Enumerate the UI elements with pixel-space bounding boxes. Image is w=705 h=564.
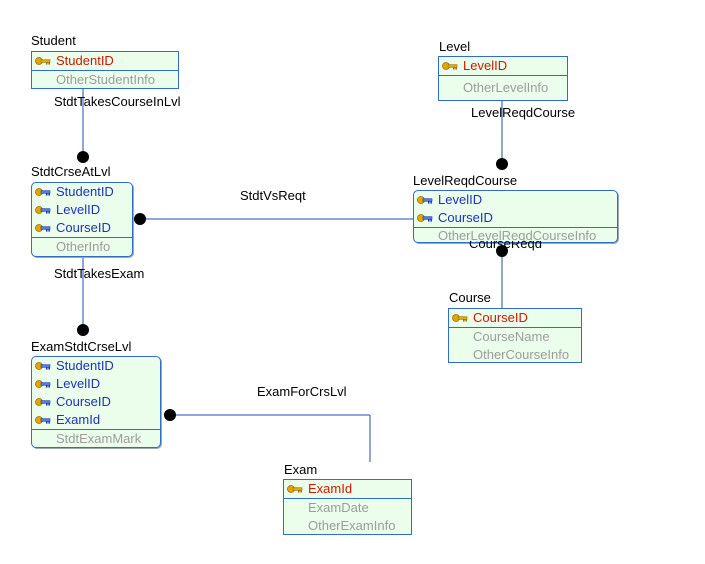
rel-endpoint-examstdt	[77, 324, 89, 336]
pk-row[interactable]: StudentID	[32, 52, 178, 70]
foreign-key-icon	[35, 224, 51, 232]
attribute-label: OtherLevelInfo	[463, 80, 549, 95]
fk-row[interactable]: StudentID	[32, 357, 160, 375]
entity-title-exam: Exam	[284, 462, 318, 477]
fk-row[interactable]: CourseID	[414, 209, 617, 227]
entity-title-examstdtcrselvl: ExamStdtCrseLvl	[31, 339, 132, 354]
fk-label: LevelID	[438, 192, 483, 207]
fk-label: StudentID	[56, 184, 114, 199]
key-section: LevelID CourseID	[414, 191, 617, 228]
fk-label: LevelID	[56, 376, 101, 391]
rel-label-stdt-takes-course: StdtTakesCourseInLvl	[54, 94, 181, 109]
rel-label-course-reqd: CourseReqd	[469, 236, 542, 251]
fk-label: CourseID	[56, 394, 111, 409]
attribute-label: OtherLevelReqdCourseInfo	[438, 228, 597, 243]
fk-row[interactable]: LevelID	[32, 375, 160, 393]
rel-endpoint-exam-for-crs	[164, 409, 176, 421]
attribute-label: CourseName	[473, 329, 550, 344]
rel-label-stdt-takes-exam: StdtTakesExam	[54, 266, 145, 281]
entity-examstdtcrselvl[interactable]: StudentID LevelID CourseID ExamId StdtEx…	[31, 356, 161, 448]
foreign-key-icon	[417, 196, 433, 204]
fk-row[interactable]: CourseID	[32, 219, 132, 237]
entity-levelreqdcourse[interactable]: LevelID CourseID OtherLevelReqdCourseInf…	[413, 190, 618, 243]
primary-key-icon	[287, 485, 303, 493]
fk-row[interactable]: LevelID	[32, 201, 132, 219]
rel-endpoint-stdtvsreqt	[134, 213, 146, 225]
key-section: CourseID	[449, 309, 581, 328]
entity-course[interactable]: CourseID CourseName OtherCourseInfo	[448, 308, 582, 363]
fk-row[interactable]: ExamId	[32, 411, 160, 429]
entity-title-course: Course	[449, 290, 491, 305]
fk-label: StudentID	[56, 358, 114, 373]
foreign-key-icon	[35, 362, 51, 370]
attribute-row[interactable]: OtherExamInfo	[284, 517, 411, 535]
attribute-row[interactable]: OtherCourseInfo	[449, 346, 581, 364]
entity-title-levelreqdcourse: LevelReqdCourse	[413, 173, 518, 188]
entity-exam[interactable]: ExamId ExamDate OtherExamInfo	[283, 479, 412, 535]
pk-row[interactable]: ExamId	[284, 480, 411, 498]
attribute-row[interactable]: OtherStudentInfo	[32, 71, 178, 89]
primary-key-icon	[442, 62, 458, 70]
fk-label: CourseID	[56, 220, 111, 235]
fk-label: LevelID	[56, 202, 101, 217]
pk-label: StudentID	[56, 53, 114, 68]
rel-endpoint-course-reqd	[496, 245, 508, 257]
foreign-key-icon	[35, 206, 51, 214]
primary-key-icon	[452, 314, 468, 322]
primary-key-icon	[35, 57, 51, 65]
attribute-label: StdtExamMark	[56, 431, 142, 446]
fk-row[interactable]: StudentID	[32, 183, 132, 201]
key-section: StudentID	[32, 52, 178, 71]
key-section: StudentID LevelID CourseID ExamId	[32, 357, 160, 430]
pk-row[interactable]: LevelID	[439, 57, 567, 75]
pk-row[interactable]: CourseID	[449, 309, 581, 327]
entity-student[interactable]: StudentID OtherStudentInfo	[31, 51, 179, 89]
entity-title-level: Level	[439, 39, 471, 54]
foreign-key-icon	[35, 380, 51, 388]
pk-label: CourseID	[473, 310, 528, 325]
entity-level[interactable]: LevelID OtherLevelInfo	[438, 56, 568, 101]
attribute-row[interactable]: StdtExamMark	[32, 430, 160, 448]
rel-label-exam-for-crs-lvl: ExamForCrsLvl	[257, 384, 347, 399]
attribute-label: OtherCourseInfo	[473, 347, 570, 362]
attribute-row[interactable]: CourseName	[449, 328, 581, 346]
entity-stdtcrseatlvl[interactable]: StudentID LevelID CourseID OtherInfo	[31, 182, 133, 257]
key-section: StudentID LevelID CourseID	[32, 183, 132, 238]
fk-label: ExamId	[56, 412, 101, 427]
attribute-row[interactable]: ExamDate	[284, 499, 411, 517]
foreign-key-icon	[417, 214, 433, 222]
attribute-label: OtherInfo	[56, 239, 111, 254]
entity-title-stdtcrseatlvl: StdtCrseAtLvl	[31, 164, 111, 179]
foreign-key-icon	[35, 416, 51, 424]
attribute-row[interactable]: OtherInfo	[32, 238, 132, 256]
foreign-key-icon	[35, 188, 51, 196]
rel-endpoint-levelreqd	[496, 158, 508, 170]
pk-label: ExamId	[308, 481, 353, 496]
attribute-label: OtherExamInfo	[308, 518, 396, 533]
fk-row[interactable]: LevelID	[414, 191, 617, 209]
attribute-label: OtherStudentInfo	[56, 72, 156, 87]
attribute-row[interactable]: OtherLevelReqdCourseInfo	[414, 228, 617, 243]
pk-label: LevelID	[463, 58, 508, 73]
key-section: LevelID	[439, 57, 567, 76]
rel-endpoint-stdtcrse	[77, 151, 89, 163]
fk-label: CourseID	[438, 210, 493, 225]
rel-label-stdt-vs-reqt: StdtVsReqt	[240, 188, 306, 203]
entity-title-student: Student	[31, 33, 76, 48]
foreign-key-icon	[35, 398, 51, 406]
attribute-row[interactable]: OtherLevelInfo	[439, 79, 567, 97]
key-section: ExamId	[284, 480, 411, 499]
rel-label-level-reqd-course: LevelReqdCourse	[471, 105, 576, 120]
attribute-label: ExamDate	[308, 500, 369, 515]
fk-row[interactable]: CourseID	[32, 393, 160, 411]
